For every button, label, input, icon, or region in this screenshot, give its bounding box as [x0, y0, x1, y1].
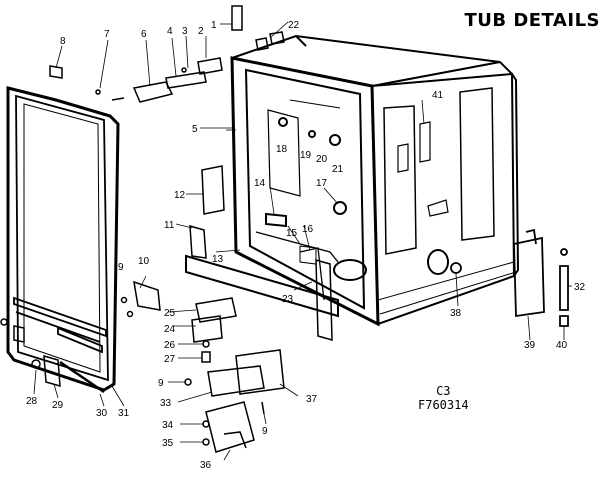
front-frame-rail — [185, 165, 339, 342]
callout-labels: 1 2 3 4 5 6 7 8 9 9 9 10 11 12 13 14 15 … — [26, 20, 586, 471]
callout-40: 40 — [556, 340, 568, 351]
callout-34: 34 — [162, 420, 174, 431]
callout-7: 7 — [104, 29, 110, 40]
callout-36: 36 — [200, 460, 212, 471]
callout-19: 19 — [300, 150, 312, 161]
callout-39: 39 — [524, 340, 536, 351]
callout-14: 14 — [254, 178, 266, 189]
section-code: C3 — [436, 384, 451, 398]
callout-13: 13 — [212, 254, 224, 265]
callout-16: 16 — [302, 224, 314, 235]
callout-15: 15 — [286, 228, 298, 239]
callout-28: 28 — [26, 396, 38, 407]
door-trim-strips — [13, 296, 107, 394]
callout-25: 25 — [164, 308, 176, 319]
callout-30: 30 — [96, 408, 108, 419]
callout-26: 26 — [164, 340, 176, 351]
callout-9c: 9 — [262, 426, 268, 437]
callout-31: 31 — [118, 408, 130, 419]
callout-33: 33 — [160, 398, 172, 409]
lower-hardware — [120, 280, 285, 453]
callout-41: 41 — [432, 90, 444, 101]
small-parts-left — [0, 65, 63, 388]
tub-body — [230, 34, 520, 327]
callout-12: 12 — [174, 190, 186, 201]
callout-27: 27 — [164, 354, 176, 365]
callout-20: 20 — [316, 154, 328, 165]
callout-38: 38 — [450, 308, 462, 319]
callout-37: 37 — [306, 394, 318, 405]
callout-21: 21 — [332, 164, 344, 175]
right-side-parts — [450, 228, 569, 327]
callout-4: 4 — [167, 26, 173, 37]
callout-3: 3 — [182, 26, 188, 37]
callout-10: 10 — [138, 256, 150, 267]
callout-11: 11 — [164, 220, 175, 231]
door-gasket — [6, 86, 120, 392]
callout-17: 17 — [316, 178, 328, 189]
callout-9a: 9 — [118, 262, 124, 273]
callout-32: 32 — [574, 282, 586, 293]
callout-35: 35 — [162, 438, 174, 449]
callout-29: 29 — [52, 400, 64, 411]
callout-22: 22 — [288, 20, 300, 31]
callout-8: 8 — [60, 36, 66, 47]
callout-9b: 9 — [158, 378, 164, 389]
callout-6: 6 — [141, 29, 147, 40]
callout-5: 5 — [192, 124, 198, 135]
callout-23: 23 — [282, 294, 294, 305]
drawing-number: F760314 — [418, 398, 469, 412]
callout-18: 18 — [276, 144, 288, 155]
callout-1: 1 — [211, 20, 217, 31]
diagram-title: TUB DETAILS — [464, 10, 600, 31]
callout-24: 24 — [164, 324, 176, 335]
drawing-reference: C3 F760314 — [418, 384, 469, 412]
callout-2: 2 — [198, 26, 204, 37]
leader-lines — [33, 21, 572, 461]
small-parts-top — [95, 5, 285, 103]
